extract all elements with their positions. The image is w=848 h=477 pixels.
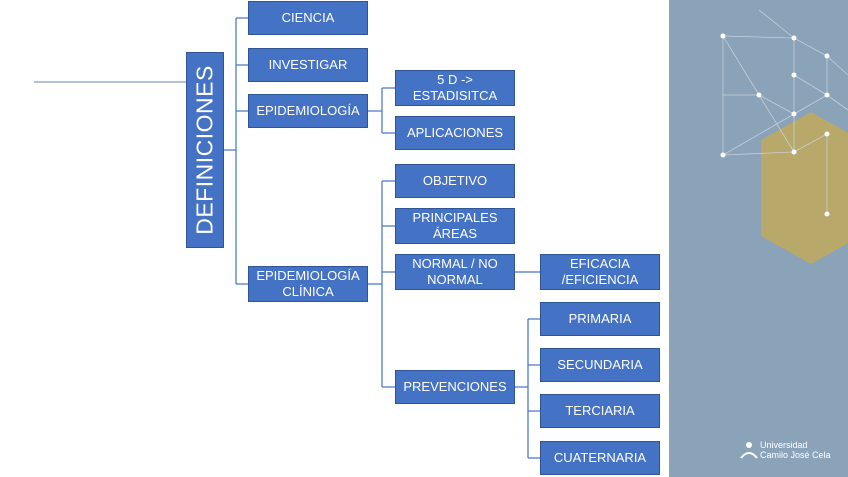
- root-node: DEFINICIONES: [186, 52, 224, 248]
- node-eficacia-eficiencia: EFICACIA /EFICIENCIA: [540, 254, 660, 290]
- decorative-side-panel: [669, 0, 848, 477]
- logo-icon: [740, 442, 758, 459]
- node-aplicaciones: APLICACIONES: [395, 116, 515, 150]
- node-terciaria: TERCIARIA: [540, 394, 660, 428]
- hexagon-shape: [761, 112, 848, 264]
- node-secundaria: SECUNDARIA: [540, 348, 660, 382]
- node-primaria: PRIMARIA: [540, 302, 660, 336]
- node-investigar: INVESTIGAR: [248, 48, 368, 82]
- university-logo: Universidad Camilo José Cela: [740, 440, 840, 464]
- node-prevenciones: PREVENCIONES: [395, 370, 515, 404]
- node-epidemiologia-clinica: EPIDEMIOLOGÍA CLÍNICA: [248, 266, 368, 302]
- node-estadistica: 5 D -> ESTADISITCA: [395, 70, 515, 106]
- node-epidemiologia: EPIDEMIOLOGÍA: [248, 94, 368, 128]
- logo-text: Universidad Camilo José Cela: [760, 440, 831, 460]
- node-objetivo: OBJETIVO: [395, 164, 515, 198]
- node-ciencia: CIENCIA: [248, 1, 368, 35]
- node-principales-areas: PRINCIPALES ÁREAS: [395, 208, 515, 244]
- network-graphic: [720, 9, 848, 264]
- node-normal-no-normal: NORMAL / NO NORMAL: [395, 254, 515, 290]
- node-cuaternaria: CUATERNARIA: [540, 441, 660, 475]
- root-label: DEFINICIONES: [191, 65, 218, 235]
